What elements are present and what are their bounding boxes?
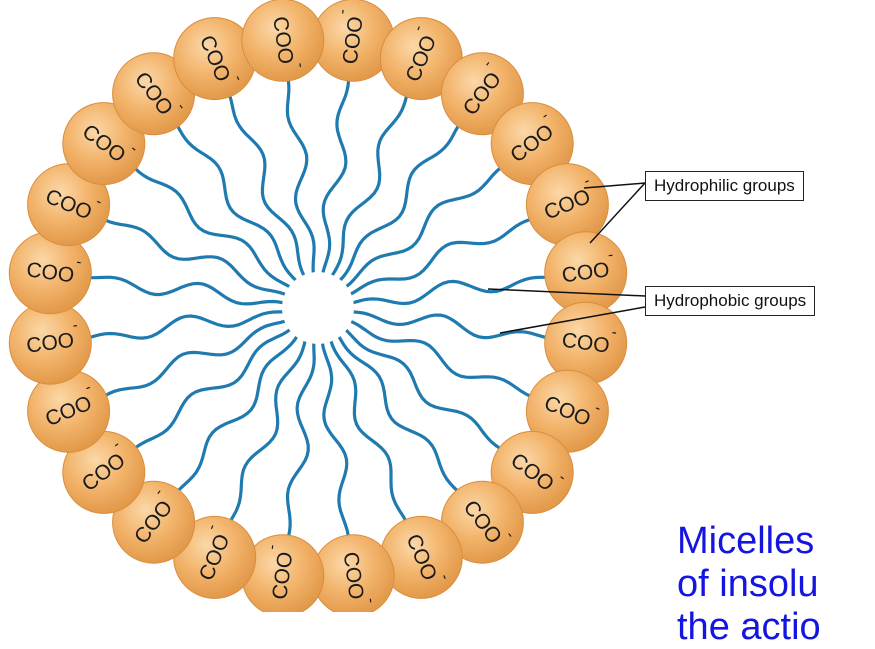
hydrophobic-tail	[175, 332, 300, 495]
hydrophobic-tail	[132, 165, 295, 290]
hydrophobic-tail	[101, 320, 290, 398]
hydrophobic-tail	[85, 312, 288, 339]
caption-line-3: the actio	[677, 606, 821, 649]
caption-line-2: of insolu	[677, 563, 821, 606]
hydrophilic-head: COO-	[9, 302, 91, 384]
hydrophobic-groups-label: Hydrophobic groups	[645, 286, 815, 316]
hydrophobic-tail	[348, 312, 551, 339]
hydrophobic-tail	[330, 336, 408, 525]
hydrophilic-groups-label: Hydrophilic groups	[645, 171, 804, 201]
hydrophilic-head: COO-	[242, 0, 324, 81]
hydrophilic-head: COO-	[545, 232, 627, 314]
hydrophobic-tail	[342, 326, 505, 451]
hydrophobic-tail	[228, 91, 306, 280]
hydrophilic-head: COO-	[312, 535, 394, 612]
caption-text: Micelles of insolu the actio	[677, 520, 821, 649]
hydrophobic-tail	[85, 277, 288, 304]
micelle-core	[282, 272, 354, 344]
hydrophobic-tail	[287, 75, 314, 278]
caption-line-1: Micelles	[677, 520, 821, 563]
hydrophobic-tail	[322, 75, 349, 278]
hydrophobic-tail	[322, 338, 349, 541]
